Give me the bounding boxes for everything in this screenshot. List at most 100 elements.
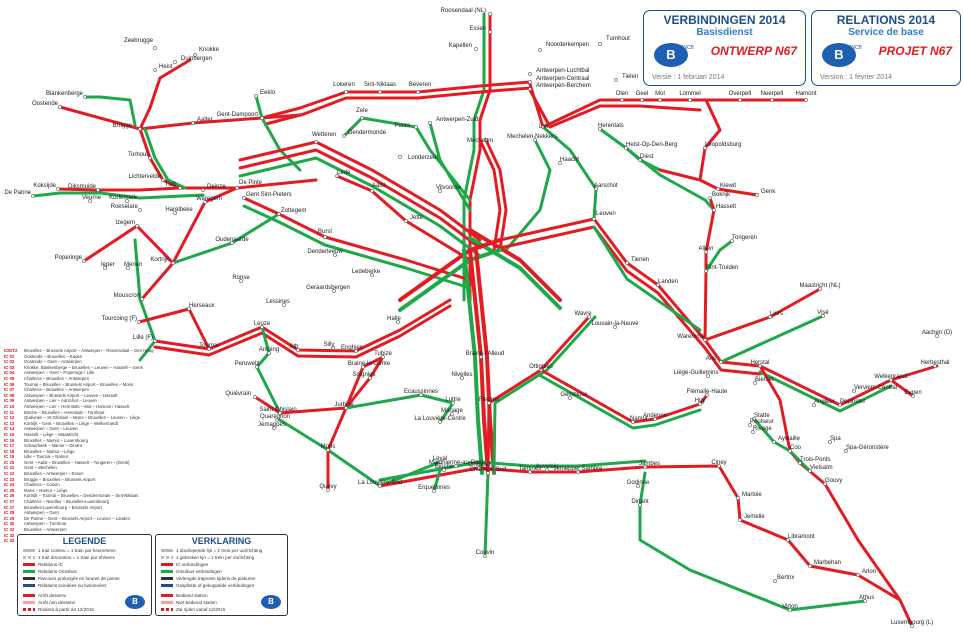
route-desc: Bruxelles-Luxembourg – Brussels Airport xyxy=(24,505,102,510)
station-label: Jemeppe/ Sambre xyxy=(553,466,603,472)
station-label: Diest xyxy=(640,154,654,160)
station-dot xyxy=(772,440,775,443)
station-label: Gent Sint-Pieters xyxy=(246,192,292,198)
station-label: Leuze xyxy=(254,321,271,327)
station-label: Neerpelt xyxy=(761,91,784,97)
station-dot xyxy=(253,395,256,398)
station-dot xyxy=(191,121,194,124)
station-dot xyxy=(625,261,628,264)
ic-track xyxy=(142,263,173,299)
legend-swatch xyxy=(161,601,173,604)
station-dot xyxy=(178,186,181,189)
station-label: Silly xyxy=(323,342,334,348)
station-dot xyxy=(153,339,156,342)
station-label: Braine-l'Alleud xyxy=(466,351,505,357)
legend-swatch xyxy=(23,577,35,580)
station-label: Godinne xyxy=(627,480,650,486)
station-label: Antwerpen-Zuid xyxy=(436,117,478,123)
legend-title-fr: LEGENDE xyxy=(18,536,151,546)
version-label-nl: Versie : 1 februari 2014 xyxy=(652,74,724,81)
station-dot xyxy=(428,121,431,124)
station-label: Aarschot xyxy=(594,183,618,189)
station-label: Aalst xyxy=(372,183,386,189)
ic-track xyxy=(58,180,316,190)
route-desc: Mons – Namur – Liège xyxy=(24,488,67,493)
station-label: Olen xyxy=(616,91,629,97)
station-label: Geel xyxy=(636,91,649,97)
legend-row: Relations IC xyxy=(23,562,63,567)
omnibus-track xyxy=(485,473,488,556)
station-label: Mons xyxy=(321,444,336,450)
station-label: Couvin xyxy=(476,550,495,556)
legend-swatch xyxy=(161,549,173,552)
station-dot xyxy=(414,125,417,128)
station-label: Denderleeuw xyxy=(307,249,343,255)
route-desc: Bruxelles – Brussels Airport – Antwerpen… xyxy=(24,348,153,353)
station-label: Jemappes xyxy=(258,422,286,428)
station-label: Verviers-Central xyxy=(854,385,897,391)
station-label: Haacht xyxy=(560,157,579,163)
station-label: Leuven xyxy=(596,211,616,217)
station-label: Poperinge xyxy=(55,255,83,261)
station-label: Nivelles xyxy=(451,372,472,378)
route-desc: Oostende – Gent – Antwerpen xyxy=(24,359,82,364)
route-desc: Brugge – Bruxelles – Brussels Airport xyxy=(24,477,95,482)
route-desc: Kortrijk – Tournai – Bruxelles – Denderm… xyxy=(24,493,138,498)
station-label: Zele xyxy=(356,108,368,114)
route-desc: Antwerpen – Brussels Airport – Leuven – … xyxy=(24,393,117,398)
title-subheading-nl: Basisdienst xyxy=(644,27,805,38)
route-desc: Antwerpen – Lier – Herentals – Mol – Ham… xyxy=(24,404,129,409)
station-dot xyxy=(538,48,541,51)
route-desc: Hasselt – Liège – Maastricht xyxy=(24,432,78,437)
station-label: Peruwelz xyxy=(235,361,260,367)
station-label: La Louvière-Centre xyxy=(414,416,466,422)
station-label: Halle xyxy=(387,316,401,322)
station-label: Lichtervelde xyxy=(129,174,162,180)
station-label: Herentals xyxy=(598,123,624,129)
station-label: Kortrijk xyxy=(150,257,170,263)
legend-swatch xyxy=(23,570,35,573)
station-label: Jambes xyxy=(639,461,660,467)
station-label: Luttre xyxy=(445,397,461,403)
station-dot xyxy=(137,320,140,323)
station-label: Athus xyxy=(859,595,874,601)
station-label: Bokrijk xyxy=(712,192,731,198)
station-label: Wavre xyxy=(574,311,592,317)
sncb-logo-text: SNCB xyxy=(848,45,862,51)
station-label: Soignies xyxy=(352,372,375,378)
station-label: Lokeren xyxy=(333,82,355,88)
station-label: Mouscron xyxy=(114,293,140,299)
route-desc: Antwerpen – Turnhout xyxy=(24,521,66,526)
station-label: Antoing xyxy=(259,347,279,353)
legend-row: Gesplitste of gekoppelde verbindingen xyxy=(161,583,254,588)
route-desc: Antwerpen – Lier – Aarschot – Leuven xyxy=(24,398,97,403)
station-label: Deinze xyxy=(207,184,226,190)
station-dot xyxy=(620,98,623,101)
station-label: Dinant xyxy=(631,499,649,505)
station-label: Trois-Ponts xyxy=(800,457,830,463)
station-label: Herstal xyxy=(750,360,769,366)
station-label: Zottegem xyxy=(281,208,306,214)
sncb-logo-icon: B xyxy=(261,595,281,609)
station-dot xyxy=(360,116,363,119)
omnibus-track xyxy=(543,127,596,219)
station-label: Aywaille xyxy=(778,436,801,442)
station-label: Aalter xyxy=(197,117,213,123)
title-box-nl: VERBINDINGEN 2014 Basisdienst B SNCB ONT… xyxy=(643,10,806,86)
legend-row: Verlengde trajecten tijdens de piekuren xyxy=(161,576,255,581)
legend-row: IC verbindingen xyxy=(161,562,208,567)
ic-track xyxy=(500,219,760,366)
station-label: Wetteren xyxy=(312,132,336,138)
route-desc: Charleroi – Bruxelles – Antwerpen xyxy=(24,376,89,381)
station-label: Liers xyxy=(770,311,783,317)
station-label: Namur xyxy=(630,416,648,422)
station-dot xyxy=(404,219,407,222)
station-dot xyxy=(770,98,773,101)
legend-swatch xyxy=(161,563,173,566)
station-dot xyxy=(344,90,347,93)
station-dot xyxy=(260,116,263,119)
station-label: Burst xyxy=(318,229,332,235)
station-label: Dendermonde xyxy=(348,130,387,136)
station-dot xyxy=(614,78,617,81)
station-label: Ecaussinnes xyxy=(404,389,438,395)
